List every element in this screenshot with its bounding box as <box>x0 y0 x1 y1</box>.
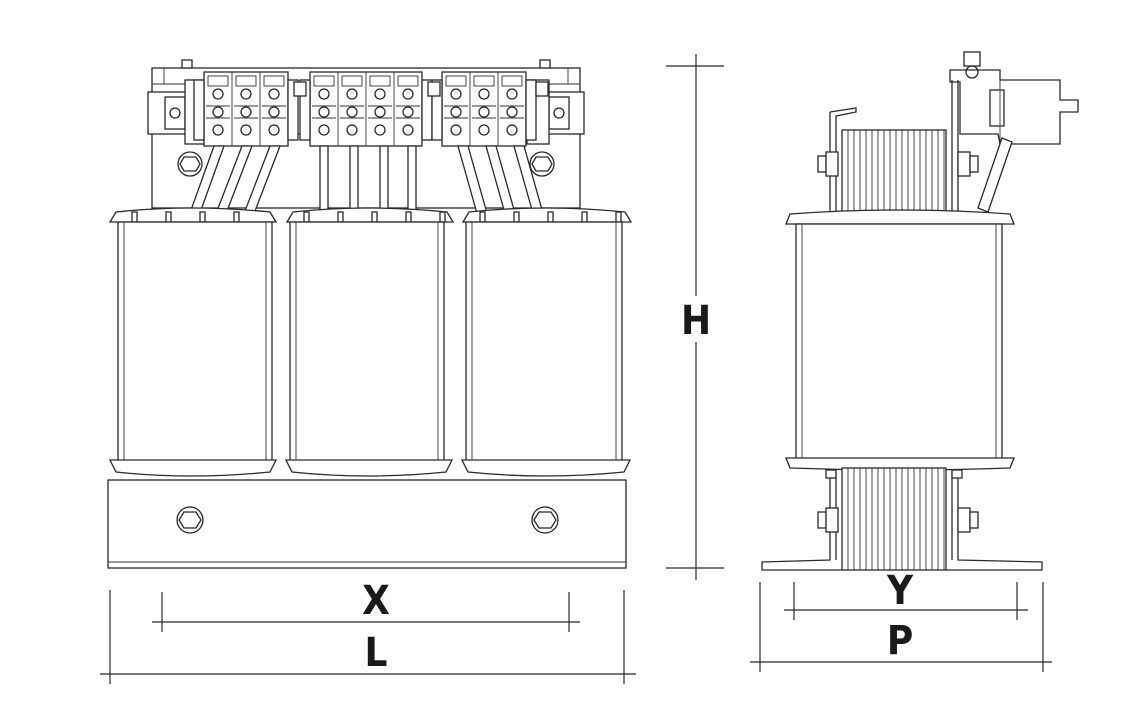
terminal-screw-icon <box>506 106 518 118</box>
hex-nut-icon <box>817 507 839 533</box>
terminal-screw-icon <box>402 106 414 118</box>
flange-tabs <box>131 211 622 223</box>
terminal-screw-icon <box>506 124 518 136</box>
flange-tab <box>405 211 412 223</box>
terminal-end-plate <box>299 79 311 141</box>
terminal-end-plate <box>287 79 299 141</box>
flange-tab <box>513 211 520 223</box>
terminal-end-plate <box>525 79 537 141</box>
flange-tab <box>439 211 446 223</box>
terminal-screw-icon <box>450 106 462 118</box>
terminal-end-plate <box>193 79 205 141</box>
terminal-screw-icon <box>478 88 490 100</box>
side-terminal-bracket <box>949 51 1079 213</box>
dimension-p: P <box>750 582 1052 672</box>
terminal-screw-icon <box>478 106 490 118</box>
terminal-block <box>441 71 527 147</box>
side-coil <box>795 223 1003 461</box>
dimension-label-p: P <box>887 618 913 664</box>
base-bracket <box>107 479 627 569</box>
flange-tab <box>199 211 206 223</box>
flange-tab <box>615 211 622 223</box>
dimension-label-y: Y <box>886 568 914 614</box>
dimension-y: Y <box>784 568 1028 620</box>
coil-right <box>465 221 623 467</box>
terminal-screw-icon <box>450 88 462 100</box>
terminal-screw-icon <box>402 88 414 100</box>
side-coil-flange-top <box>785 209 1015 225</box>
terminal-screw-icon <box>506 88 518 100</box>
flange-tab <box>581 211 588 223</box>
flange-tab <box>547 211 554 223</box>
lamination-lines-top <box>847 130 945 222</box>
flange-tab <box>337 211 344 223</box>
dimension-label-x: X <box>362 578 390 624</box>
terminal-screw-icon <box>268 88 280 100</box>
terminal-screw-icon <box>402 124 414 136</box>
terminal-screw-icon <box>212 88 224 100</box>
terminal-screw-icon <box>212 106 224 118</box>
lamination-stack-bottom <box>841 467 947 571</box>
dimension-x: X <box>152 578 580 632</box>
hex-nut-icon <box>529 151 555 177</box>
dimension-label-l: L <box>365 630 388 676</box>
terminal-screw-icon <box>240 106 252 118</box>
flange-tab <box>371 211 378 223</box>
terminal-screw-icon <box>450 124 462 136</box>
side-view: Y P <box>750 51 1079 672</box>
terminal-screw-icon <box>346 106 358 118</box>
front-view: X L H <box>100 54 724 684</box>
terminal-screw-icon <box>374 124 386 136</box>
coil-left <box>117 221 273 467</box>
terminal-screw-icon <box>374 88 386 100</box>
terminal-screw-icon <box>212 124 224 136</box>
terminal-screw-icon <box>318 88 330 100</box>
terminal-screw-icon <box>346 88 358 100</box>
terminal-end-plate <box>431 79 443 141</box>
terminal-separator <box>535 81 549 97</box>
terminal-screw-icon <box>346 124 358 136</box>
terminal-screw-icon <box>318 124 330 136</box>
flange-tab <box>165 211 172 223</box>
dimension-label-h: H <box>681 298 711 344</box>
hex-nut-icon <box>957 151 979 177</box>
terminal-screw-icon <box>268 106 280 118</box>
terminal-screw-icon <box>240 88 252 100</box>
dimension-h: H <box>666 54 724 580</box>
hex-nut-icon <box>176 506 204 534</box>
lamination-stack-top <box>841 129 947 223</box>
terminal-screw-icon <box>318 106 330 118</box>
dimension-l: L <box>100 590 636 684</box>
terminal-separator <box>427 81 441 97</box>
lamination-lines-bottom <box>847 468 945 570</box>
flange-tab <box>131 211 138 223</box>
hex-nut-icon <box>817 151 839 177</box>
terminal-screw-icon <box>478 124 490 136</box>
coil-center <box>289 221 445 467</box>
terminal-screw-icon <box>374 106 386 118</box>
flange-tab <box>479 211 486 223</box>
terminal-screw-icon <box>240 124 252 136</box>
flange-tab <box>303 211 310 223</box>
terminal-screw-icon <box>268 124 280 136</box>
terminal-separator <box>293 81 307 97</box>
side-clamp-plates <box>829 80 959 222</box>
coil-flanges-bottom <box>108 459 632 477</box>
hex-nut-icon <box>531 506 559 534</box>
hex-nut-icon <box>177 151 203 177</box>
terminal-block-group <box>193 71 549 147</box>
hex-nut-icon <box>957 507 979 533</box>
flange-tab <box>233 211 240 223</box>
